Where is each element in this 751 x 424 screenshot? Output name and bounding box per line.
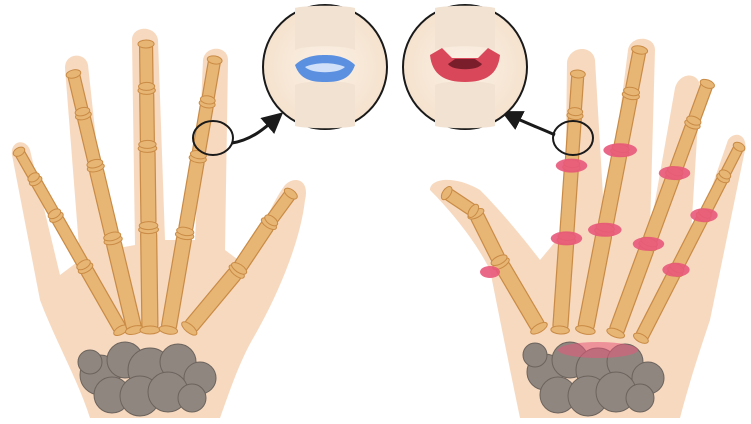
- metacarpal-middle: [139, 225, 160, 334]
- phalanx-proximal-middle-head: [139, 221, 158, 229]
- phalanx-distal-middle-head: [138, 40, 154, 48]
- inflamed-joint: [551, 231, 583, 245]
- carpal-bone: [78, 350, 102, 374]
- arthritic-joint-inset: [403, 5, 527, 129]
- phalanx-distal-middle: [138, 40, 155, 91]
- phalanx-distal-middle-head: [138, 82, 154, 90]
- normal-joint-inset: [263, 5, 387, 129]
- carpal-bone: [178, 384, 206, 412]
- inflamed-joint: [603, 143, 637, 157]
- curved-arrow-icon: [232, 115, 280, 143]
- inset-arrows: [232, 113, 555, 143]
- metacarpal-middle-shaft: [141, 227, 158, 332]
- inflamed-joint: [588, 223, 622, 237]
- inflamed-joint: [659, 166, 691, 180]
- inflamed-joint: [662, 263, 689, 277]
- phalanx-middle-middle: [138, 86, 156, 148]
- arthritic-bone-shaft: [435, 6, 495, 50]
- carpal-bone: [523, 343, 547, 367]
- inflamed-joint: [633, 237, 665, 251]
- healthy-bone-shaft: [295, 81, 355, 128]
- phalanx-middle-middle-shaft: [140, 88, 155, 146]
- inflamed-joint: [480, 266, 500, 278]
- joint-insets: [263, 5, 527, 129]
- arthritic-bone-shaft: [435, 81, 495, 128]
- carpal-bone: [626, 384, 654, 412]
- metacarpal-middle-head: [140, 326, 160, 334]
- phalanx-proximal-middle: [138, 144, 158, 229]
- phalanx-distal-middle-shaft: [140, 42, 154, 89]
- healthy-hand: [12, 29, 306, 418]
- inflamed-joint: [690, 208, 717, 222]
- healthy-bone-shaft: [295, 6, 355, 50]
- phalanx-middle-middle-head: [139, 140, 156, 148]
- phalanx-proximal-middle-shaft: [140, 146, 156, 227]
- inflamed-joint: [556, 159, 588, 173]
- curved-arrow-icon: [505, 113, 555, 135]
- inflamed-wrist: [558, 342, 638, 358]
